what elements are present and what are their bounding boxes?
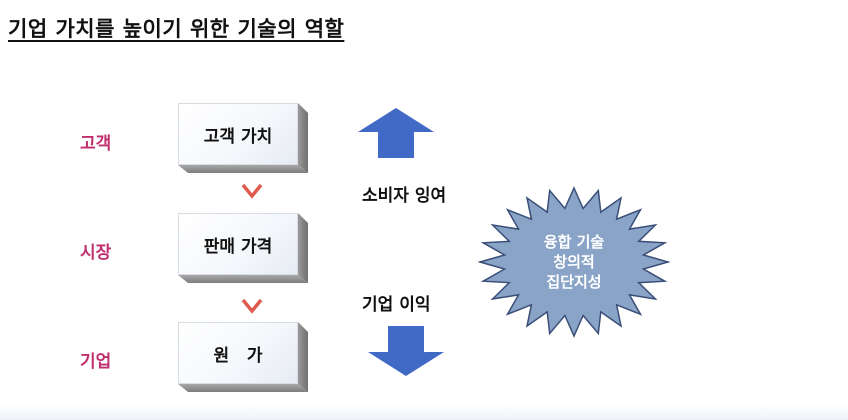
side-label-company: 기업 bbox=[80, 352, 112, 372]
box-shadow-bottom bbox=[178, 165, 308, 173]
label-consumer-surplus: 소비자 잉여 bbox=[362, 186, 447, 206]
box-sale-price: 판매 가격 bbox=[178, 213, 308, 283]
box-label: 판매 가격 bbox=[178, 213, 298, 275]
box-label: 고객 가치 bbox=[178, 103, 298, 165]
box-shadow-side bbox=[298, 103, 308, 173]
box-shadow-bottom bbox=[178, 275, 308, 283]
chevron-down-icon bbox=[241, 298, 263, 314]
side-label-customer: 고객 bbox=[80, 134, 112, 154]
bottom-band bbox=[0, 404, 848, 420]
starburst-text: 융합 기술 창의적 집단지성 bbox=[478, 232, 670, 292]
star-line-creative: 창의적 bbox=[553, 253, 595, 271]
label-company-profit: 기업 이익 bbox=[362, 295, 431, 315]
star-line-collective-intelligence: 집단지성 bbox=[546, 273, 602, 291]
box-label: 원 가 bbox=[178, 322, 298, 384]
arrow-down-icon bbox=[368, 326, 444, 376]
chevron-down-icon bbox=[241, 183, 263, 199]
box-cost: 원 가 bbox=[178, 322, 308, 392]
box-shadow-side bbox=[298, 322, 308, 392]
star-line-fusion-tech: 융합 기술 bbox=[543, 233, 605, 251]
starburst-icon bbox=[478, 186, 670, 338]
arrow-up-icon bbox=[358, 108, 434, 158]
box-shadow-bottom bbox=[178, 384, 308, 392]
box-customer-value: 고객 가치 bbox=[178, 103, 308, 173]
box-shadow-side bbox=[298, 213, 308, 283]
side-label-market: 시장 bbox=[80, 243, 112, 263]
page-title: 기업 가치를 높이기 위한 기술의 역할 bbox=[8, 17, 345, 41]
